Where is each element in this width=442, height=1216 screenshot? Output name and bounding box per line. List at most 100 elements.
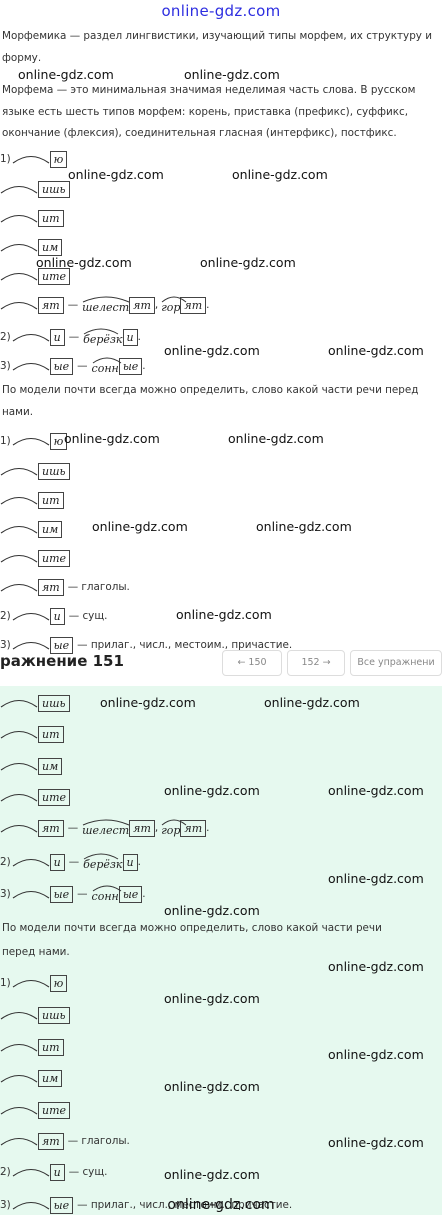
stem-arc-icon xyxy=(0,243,38,252)
root-shelest: шелест xyxy=(82,296,130,314)
row-number: 1) xyxy=(0,153,11,165)
exercise-title: ражнение 151 xyxy=(0,652,124,670)
ending-box: ят xyxy=(38,819,64,837)
stem-arc-icon xyxy=(0,583,38,592)
root-shelest: шелест xyxy=(82,819,130,837)
model-row-yu-2: 1) ю xyxy=(0,972,68,994)
stem-arc-icon xyxy=(12,858,49,867)
row-number: 2) xyxy=(0,610,11,622)
stem-arc-icon xyxy=(0,272,38,281)
watermark: online-gdz.com xyxy=(176,607,272,622)
ending-box: ят xyxy=(129,819,155,837)
all-exercises-button[interactable]: Все упражнени xyxy=(350,650,442,676)
ending-box: ите xyxy=(38,788,71,806)
ending-box: ые xyxy=(49,1196,74,1214)
watermark: online-gdz.com xyxy=(164,991,260,1006)
root-arc-icon xyxy=(161,296,187,302)
watermark: online-gdz.com xyxy=(164,1167,260,1182)
ending-box: ишь xyxy=(38,462,70,480)
dash: — xyxy=(68,856,80,868)
model-row-ish: ишь xyxy=(0,460,70,482)
stem-arc-icon xyxy=(12,979,49,988)
dash: — xyxy=(68,331,80,343)
conclusion-verbs: — глаголы. xyxy=(67,581,130,593)
root-arc-icon xyxy=(92,357,121,363)
watermark: online-gdz.com xyxy=(328,871,424,886)
scheme-row-it: ит xyxy=(0,207,64,229)
stem-arc-icon xyxy=(0,824,38,833)
model-row-yat-2: ят — глаголы. xyxy=(0,1130,130,1152)
stem-arc-icon xyxy=(0,699,38,708)
stem-arc-icon xyxy=(0,730,38,739)
root-text: сонн xyxy=(91,361,119,375)
stem-arc-icon xyxy=(0,1106,38,1115)
stem-arc-icon xyxy=(0,214,38,223)
stem-arc-icon xyxy=(0,1011,38,1020)
stem-arc-icon xyxy=(0,1074,38,1083)
ending-box: ю xyxy=(49,432,68,450)
ending-box: и xyxy=(49,328,65,346)
watermark: online-gdz.com xyxy=(228,431,324,446)
watermark: online-gdz.com xyxy=(328,1135,424,1150)
ending-box: ые xyxy=(49,636,74,654)
row-number: 3) xyxy=(0,1199,11,1211)
ending-box: ят xyxy=(180,819,207,837)
model-row-yu: 1) ю xyxy=(0,430,68,452)
model-row-ye: 3) ые — прилаг., числ., местоим., причас… xyxy=(0,634,292,656)
root-text: берёзк xyxy=(83,332,123,346)
scheme-row-yu: 1) ю xyxy=(0,148,68,170)
ending-box: им xyxy=(38,238,63,256)
row-number: 1) xyxy=(0,435,11,447)
scheme-row-ye-example-2: 3) ые — сонн ые . xyxy=(0,883,146,905)
stem-arc-icon xyxy=(12,641,49,650)
watermark: online-gdz.com xyxy=(328,343,424,358)
model-row-it-2: ит xyxy=(0,1036,64,1058)
stem-arc-icon xyxy=(12,890,49,899)
stem-arc-icon xyxy=(12,362,49,371)
ending-box: им xyxy=(38,1069,63,1087)
ending-box: ит xyxy=(38,209,64,227)
model-row-im-2: им xyxy=(0,1067,63,1089)
root-sonn: сонн xyxy=(91,357,121,375)
period: . xyxy=(137,331,141,343)
watermark: online-gdz.com xyxy=(164,783,260,798)
scheme-row-ite-2: ите xyxy=(0,786,71,808)
stem-arc-icon xyxy=(0,301,38,310)
ending-box: ят xyxy=(38,1132,64,1150)
ending-box: ят xyxy=(38,578,64,596)
header-watermark: online-gdz.com xyxy=(161,2,281,20)
root-arc-icon xyxy=(83,328,119,334)
stem-arc-icon xyxy=(12,333,49,342)
dash: — xyxy=(77,888,88,900)
ending-box: ишь xyxy=(38,180,70,198)
watermark: online-gdz.com xyxy=(256,519,352,534)
prev-exercise-button[interactable]: ← 150 xyxy=(222,650,282,676)
ending-box: и xyxy=(49,1163,65,1181)
ending-box: ые xyxy=(118,357,143,375)
row-number: 1) xyxy=(0,977,11,989)
model-row-i-2: 2) и — сущ. xyxy=(0,1161,107,1183)
ending-box: ите xyxy=(38,549,71,567)
ending-box: и xyxy=(49,853,65,871)
scheme-row-yat-example: ят — шелест ят , гор ят . xyxy=(0,294,209,316)
dash: — xyxy=(67,299,79,311)
period: . xyxy=(206,822,210,834)
model-row-ye-2: 3) ые — прилаг., числ., местоим., причас… xyxy=(0,1194,292,1216)
watermark: online-gdz.com xyxy=(92,519,188,534)
model-row-im: им xyxy=(0,518,63,540)
ending-box: ит xyxy=(38,1038,64,1056)
watermark: online-gdz.com xyxy=(200,255,296,270)
ending-box: и xyxy=(122,328,138,346)
conclusion-noun: — сущ. xyxy=(68,610,108,622)
next-exercise-button[interactable]: 152 → xyxy=(287,650,345,676)
period: . xyxy=(142,888,146,900)
scheme-row-ish-2: ишь xyxy=(0,692,70,714)
scheme-row-ye-example: 3) ые — сонн ые . xyxy=(0,355,146,377)
watermark: online-gdz.com xyxy=(100,695,196,710)
ending-box: ите xyxy=(38,267,71,285)
watermark: online-gdz.com xyxy=(232,167,328,182)
stem-arc-icon xyxy=(12,155,49,164)
stem-arc-icon xyxy=(0,554,38,563)
row-number: 2) xyxy=(0,331,11,343)
ending-box: ят xyxy=(38,296,64,314)
